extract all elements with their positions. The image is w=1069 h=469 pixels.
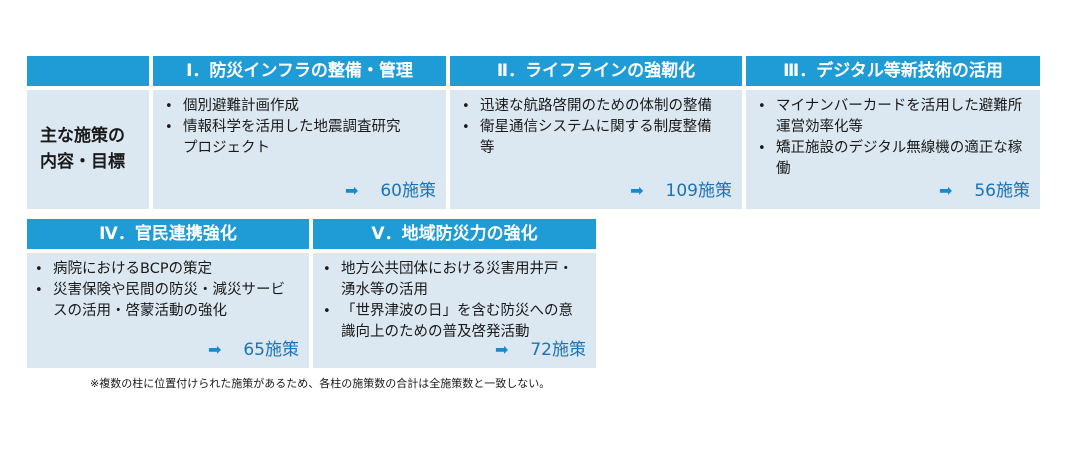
count-value: 72施策	[530, 340, 586, 360]
item-list-5: •地方公共団体における災害用井戸・湧水等の活用 •「世界津波の日」を含む防災への…	[317, 259, 579, 343]
item-list-1: •個別避難計画作成 •情報科学を活用した地震調査研究プロジェクト	[159, 96, 409, 159]
count-value: 60施策	[380, 181, 436, 201]
content-cell-5: •地方公共団体における災害用井戸・湧水等の活用 •「世界津波の日」を含む防災への…	[313, 253, 596, 368]
arrow-right-icon: ➡	[494, 340, 509, 359]
arrow-right-icon: ➡	[207, 340, 222, 359]
column-header-1: Ⅰ．防災インフラの整備・管理	[153, 56, 446, 86]
count-label-4: ➡ 65施策	[208, 335, 299, 360]
arrow-right-icon: ➡	[630, 181, 644, 200]
footnote: ※複数の柱に位置付けられた施策があるため、各柱の施策数の合計は全施策数と一致しな…	[90, 377, 551, 390]
list-item: •マイナンバーカードを活用した避難所運営効率化等	[758, 98, 1023, 135]
count-label-5: ➡ 72施策	[495, 335, 586, 360]
column-header-4: Ⅳ．官民連携強化	[27, 219, 309, 249]
row-label-line-2: 内容・目標	[40, 152, 125, 172]
corner-header	[27, 56, 149, 86]
count-value: 109施策	[665, 181, 732, 201]
list-item: •情報科学を活用した地震調査研究プロジェクト	[165, 119, 401, 156]
column-header-2: Ⅱ．ライフラインの強靭化	[450, 56, 742, 86]
list-item: •地方公共団体における災害用井戸・湧水等の活用	[323, 261, 573, 298]
count-value: 56施策	[974, 181, 1030, 201]
count-value: 65施策	[243, 340, 299, 360]
arrow-right-icon: ➡	[938, 181, 953, 200]
count-label-2: ➡ 109施策	[630, 176, 732, 201]
list-item: •個別避難計画作成	[165, 98, 299, 114]
content-cell-4: •病院におけるBCPの策定 •災害保険や民間の防災・減災サービスの活用・啓蒙活動…	[27, 253, 309, 368]
row-label-cell: 主な施策の 内容・目標	[27, 90, 149, 209]
row-label-line-1: 主な施策の	[40, 126, 125, 146]
content-cell-2: •迅速な航路啓開のための体制の整備 •衛星通信システムに関する制度整備等 ➡ 10…	[450, 90, 742, 209]
item-list-4: •病院におけるBCPの策定 •災害保険や民間の防災・減災サービスの活用・啓蒙活動…	[29, 259, 291, 322]
list-item: •災害保険や民間の防災・減災サービスの活用・啓蒙活動の強化	[35, 282, 285, 319]
list-item: •衛星通信システムに関する制度整備等	[462, 119, 712, 156]
count-label-3: ➡ 56施策	[939, 176, 1030, 201]
list-item: •「世界津波の日」を含む防災への意識向上のための普及啓発活動	[323, 303, 573, 340]
content-cell-3: •マイナンバーカードを活用した避難所運営効率化等 •矯正施設のデジタル無線機の適…	[746, 90, 1040, 209]
content-cell-1: •個別避難計画作成 •情報科学を活用した地震調査研究プロジェクト ➡ 60施策	[153, 90, 446, 209]
item-list-3: •マイナンバーカードを活用した避難所運営効率化等 •矯正施設のデジタル無線機の適…	[752, 96, 1027, 180]
list-item: •矯正施設のデジタル無線機の適正な稼働	[758, 140, 1023, 177]
arrow-right-icon: ➡	[344, 181, 359, 200]
list-item: •病院におけるBCPの策定	[35, 261, 213, 277]
column-header-3: Ⅲ．デジタル等新技術の活用	[746, 56, 1040, 86]
list-item: •迅速な航路啓開のための体制の整備	[462, 98, 712, 114]
row-label: 主な施策の 内容・目標	[40, 123, 125, 175]
count-label-1: ➡ 60施策	[345, 176, 436, 201]
column-header-5: Ⅴ．地域防災力の強化	[313, 219, 596, 249]
item-list-2: •迅速な航路啓開のための体制の整備 •衛星通信システムに関する制度整備等	[456, 96, 721, 159]
